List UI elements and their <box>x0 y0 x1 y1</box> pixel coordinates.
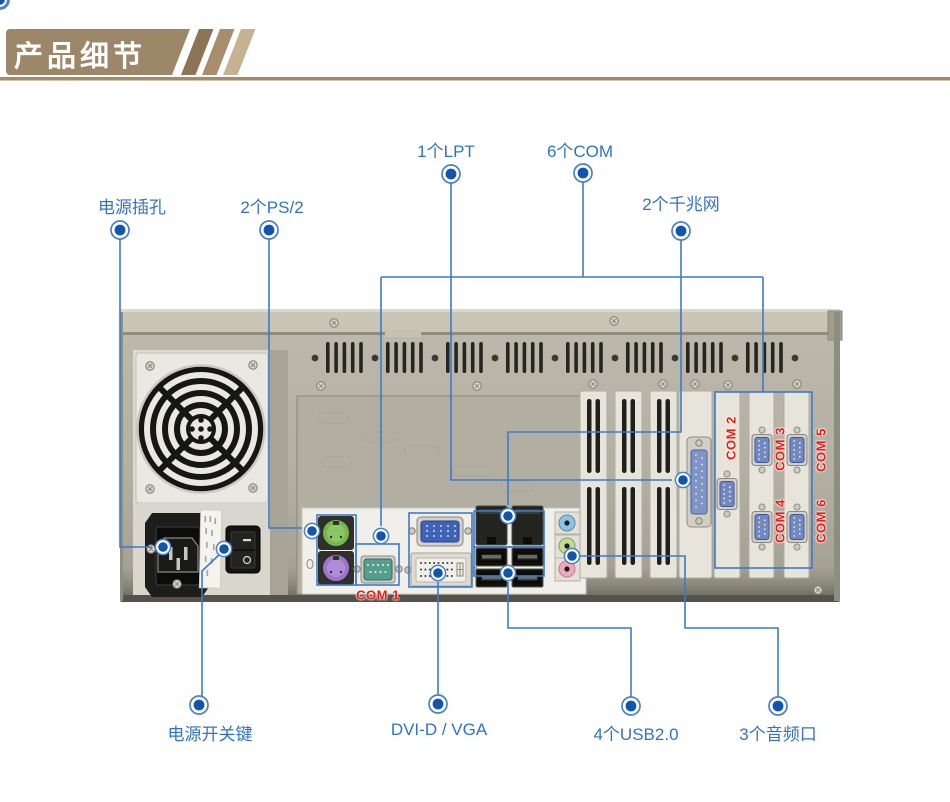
callout-label-power-inlet: 电源插孔 <box>98 198 166 217</box>
audio-jacks <box>554 511 581 582</box>
callout-target-dots <box>0 0 692 582</box>
header-banner <box>0 29 950 81</box>
psu-area <box>133 350 288 597</box>
lan-ports <box>475 505 544 546</box>
callout-label-audio: 3个音频口 <box>739 725 817 744</box>
com6-label: COM 6 <box>813 499 829 543</box>
callout-lines <box>119 182 779 697</box>
com4-label: COM 4 <box>772 499 788 543</box>
callout-label-lan: 2个千兆网 <box>642 195 720 214</box>
callout-label-lpt: 1个LPT <box>417 142 475 161</box>
callout-label-com: 6个COM <box>546 142 614 161</box>
com3-label: COM 3 <box>772 427 788 471</box>
callout-label-ps2: 2个PS/2 <box>240 198 304 217</box>
callout-label-dvi-vga: DVI-D / VGA <box>390 720 488 739</box>
vent-slots <box>311 342 799 373</box>
lpt-port <box>678 390 713 579</box>
com5-label: COM 5 <box>813 428 829 472</box>
page-title: 产品细节 <box>14 41 147 73</box>
expansion-brackets <box>579 379 802 579</box>
ps2-ports <box>318 516 354 585</box>
vga-port <box>408 516 472 547</box>
com1-port <box>353 555 403 584</box>
com-card-brackets <box>713 390 810 579</box>
callout-label-usb: 4个USB2.0 <box>593 725 679 744</box>
com2-label: COM 2 <box>723 416 739 460</box>
com1-label: COM 1 <box>356 587 400 603</box>
usb-ports <box>475 547 544 588</box>
psu-fan <box>136 360 266 494</box>
power-rocker-switch <box>225 525 261 574</box>
callout-label-power-switch: 电源开关键 <box>167 725 253 744</box>
